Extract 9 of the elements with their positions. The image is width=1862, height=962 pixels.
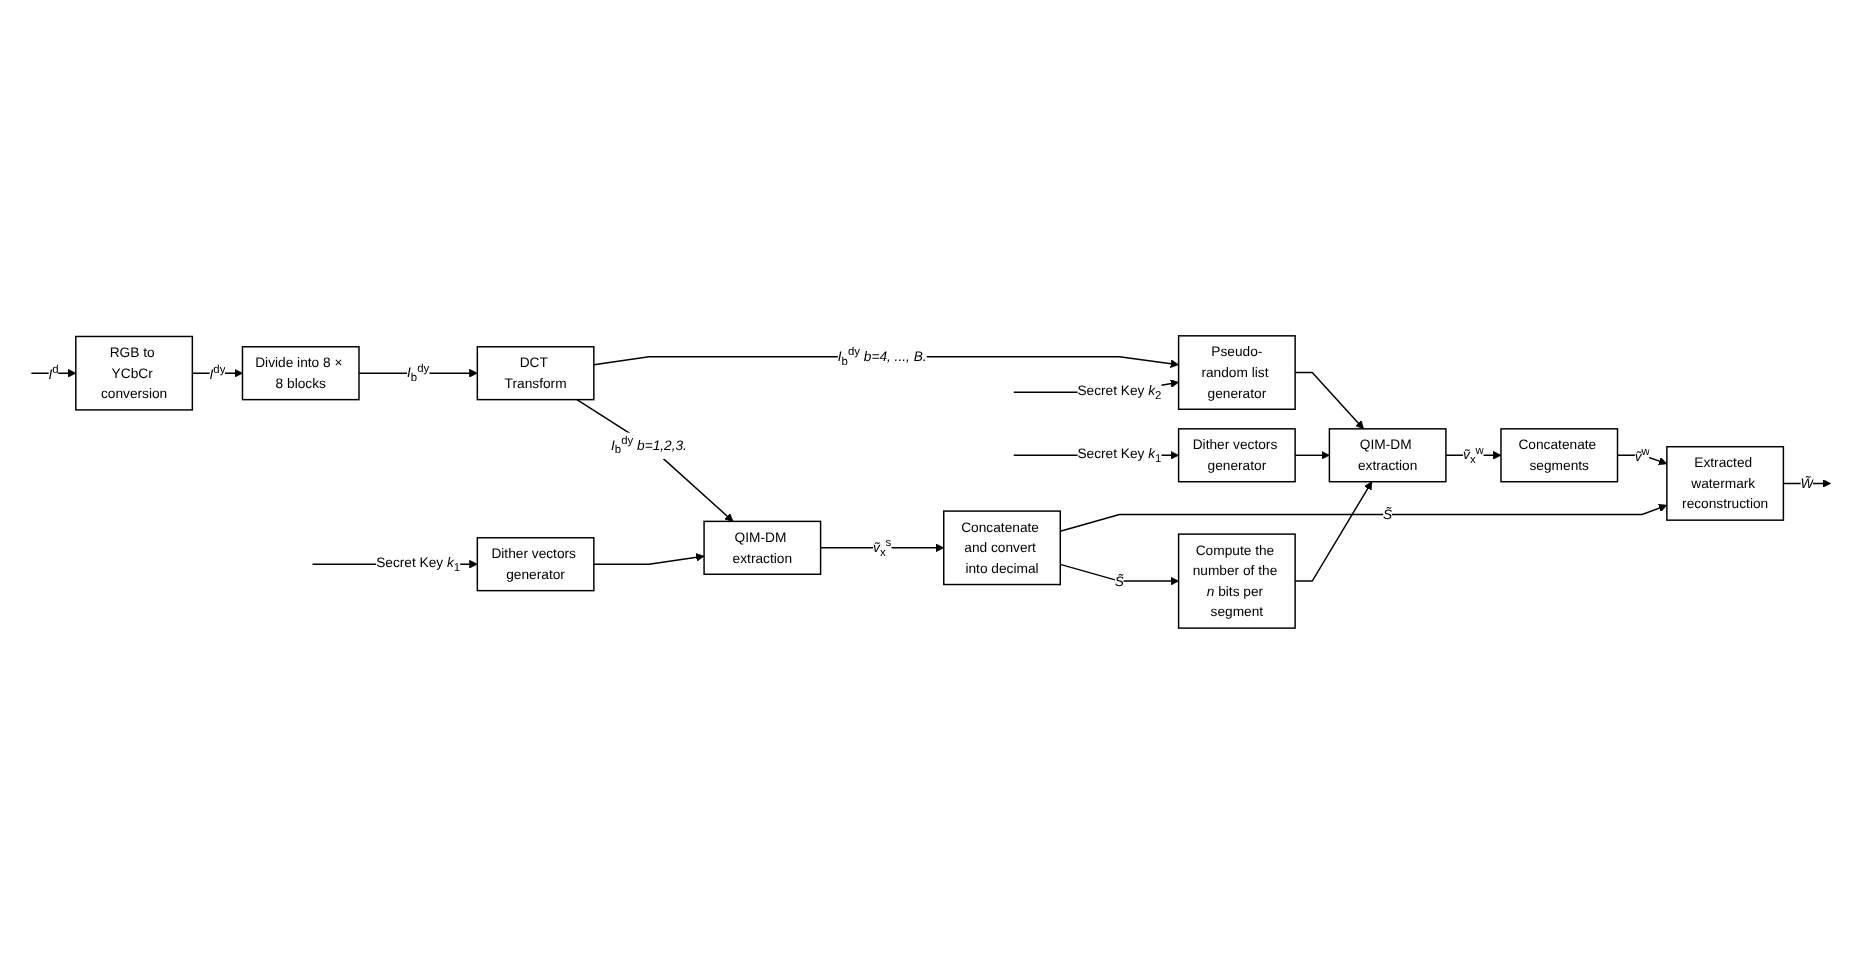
arrow [1294, 480, 1373, 581]
arrow [576, 397, 734, 521]
arrow [358, 367, 478, 377]
arrow [1294, 370, 1364, 429]
arrow [1059, 503, 1668, 532]
arrow [819, 542, 945, 552]
arrow [1294, 450, 1330, 459]
arrow [593, 552, 705, 564]
arrow [1059, 562, 1179, 585]
